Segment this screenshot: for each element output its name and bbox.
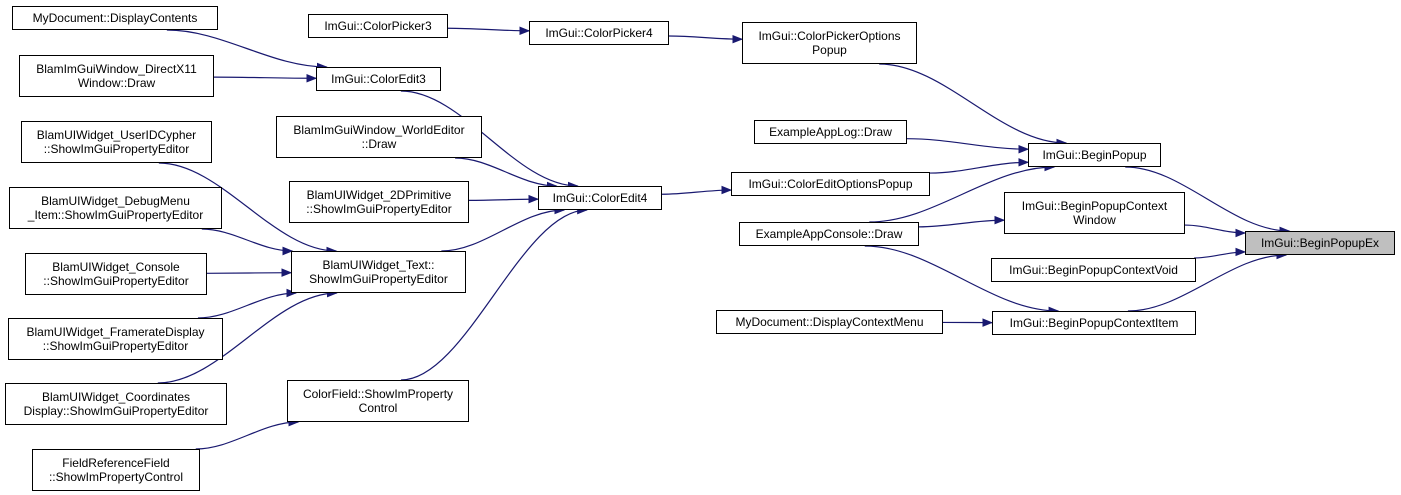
node-mydocument-displaycontextmenu[interactable]: MyDocument::DisplayContextMenu <box>716 310 943 334</box>
edge-ctxitem-to-popupex <box>1127 250 1288 312</box>
edge-appconsole-to-ctxwindow <box>918 215 1006 228</box>
node-console-widget-editor[interactable]: BlamUIWidget_Console ::ShowImGuiProperty… <box>25 253 207 295</box>
edge-text_w-to-coloredit4 <box>441 205 566 252</box>
node-coloreditoptions-popup[interactable]: ImGui::ColorEditOptionsPopup <box>731 172 930 196</box>
edge-picker4-to-pickeropts <box>668 34 744 44</box>
node-mydocument-displaycontents[interactable]: MyDocument::DisplayContents <box>12 6 218 30</box>
edge-mydoc_display-to-coloredit3 <box>166 29 328 72</box>
edge-editopts-to-beginpopup <box>929 157 1030 174</box>
node-coloredit4[interactable]: ImGui::ColorEdit4 <box>538 186 662 210</box>
edge-worldeditor-to-coloredit4 <box>455 157 558 191</box>
edge-userid-to-text_w <box>158 162 338 256</box>
edge-prim2d-to-coloredit4 <box>468 194 540 204</box>
node-coloredit3[interactable]: ImGui::ColorEdit3 <box>316 67 441 91</box>
node-exampleapplog-draw[interactable]: ExampleAppLog::Draw <box>754 120 907 144</box>
node-fieldreferencefield-control[interactable]: FieldReferenceField ::ShowImPropertyCont… <box>32 449 200 491</box>
node-directx11-window-draw[interactable]: BlamImGuiWindow_DirectX11 Window::Draw <box>19 55 214 97</box>
node-debugmenu-item-editor[interactable]: BlamUIWidget_DebugMenu _Item::ShowImGuiP… <box>9 187 222 229</box>
edge-picker3-to-picker4 <box>447 26 531 36</box>
node-colorpicker4[interactable]: ImGui::ColorPicker4 <box>529 21 669 45</box>
edge-coloredit4-to-editopts <box>661 185 733 195</box>
node-coordinatesdisplay-editor[interactable]: BlamUIWidget_Coordinates Display::ShowIm… <box>5 383 227 425</box>
edge-console_w-to-text_w <box>206 268 293 277</box>
edge-beginpopup-to-popupex <box>1125 166 1291 236</box>
node-beginpopupcontextitem[interactable]: ImGui::BeginPopupContextItem <box>992 311 1196 335</box>
node-beginpopupcontextvoid[interactable]: ImGui::BeginPopupContextVoid <box>991 258 1196 282</box>
node-colorpicker3[interactable]: ImGui::ColorPicker3 <box>308 14 448 38</box>
node-worldeditor-draw[interactable]: BlamImGuiWindow_WorldEditor ::Draw <box>276 116 482 158</box>
node-exampleappconsole-draw[interactable]: ExampleAppConsole::Draw <box>739 222 919 246</box>
edge-pickeropts-to-beginpopup <box>879 63 1068 148</box>
edge-appconsole-to-beginpopup <box>869 162 1056 223</box>
node-beginpopupex-root: ImGui::BeginPopupEx <box>1245 231 1395 255</box>
edge-dx11_draw-to-coloredit3 <box>213 73 318 83</box>
node-frameratedisplay-editor[interactable]: BlamUIWidget_FramerateDisplay ::ShowImGu… <box>8 318 223 360</box>
node-colorpickeroptions-popup[interactable]: ImGui::ColorPickerOptions Popup <box>742 22 917 64</box>
edge-colorfield-to-coloredit4 <box>400 205 588 381</box>
node-beginpopup[interactable]: ImGui::BeginPopup <box>1028 143 1161 167</box>
node-useridcypher-editor[interactable]: BlamUIWidget_UserIDCypher ::ShowImGuiPro… <box>21 121 212 163</box>
edge-coords-to-text_w <box>157 288 338 384</box>
edge-debugmenu-to-text_w <box>201 228 294 256</box>
node-beginpopupcontext-window[interactable]: ImGui::BeginPopupContext Window <box>1004 192 1185 234</box>
node-colorfield-control[interactable]: ColorField::ShowImProperty Control <box>287 380 469 422</box>
edge-framerate-to-text_w <box>197 288 298 319</box>
edge-fieldref-to-colorfield <box>195 417 300 450</box>
node-text-widget-editor[interactable]: BlamUIWidget_Text:: ShowImGuiPropertyEdi… <box>291 251 466 293</box>
edge-ctxvoid-to-popupex <box>1194 247 1247 259</box>
edge-applog-to-beginpopup <box>906 138 1030 154</box>
node-2dprimitive-editor[interactable]: BlamUIWidget_2DPrimitive ::ShowImGuiProp… <box>289 181 469 223</box>
edge-appconsole-to-ctxitem <box>864 245 1060 316</box>
edge-ctxwindow-to-popupex <box>1184 224 1247 238</box>
